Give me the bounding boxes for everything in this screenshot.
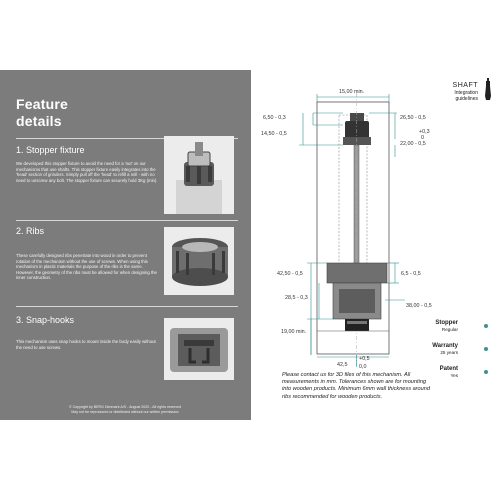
teal-dot-icon — [484, 370, 488, 374]
dim-top: 15,00 min. — [339, 89, 364, 95]
section-divider-2 — [16, 306, 238, 307]
spec-patent: Patent Yes — [439, 366, 458, 378]
spec-warranty: Warranty 25 years — [432, 343, 458, 355]
ribs-image — [164, 227, 234, 295]
section-ribs-body: These carefully designed ribs penetrate … — [16, 253, 157, 281]
dim-d9: 19,00 min. — [281, 329, 306, 335]
teal-dot-icon — [484, 324, 488, 328]
section-stopper-title: 1. Stopper fixture — [16, 145, 85, 155]
mechanism-top — [326, 262, 388, 284]
dim-d10-tol-top: +0,5 — [359, 356, 370, 362]
section-ribs-title: 2. Ribs — [16, 226, 45, 236]
mechanism-core — [339, 289, 375, 313]
snap-hooks-image — [164, 318, 234, 380]
dim-d4: 22,00 - 0,5 — [400, 141, 426, 147]
dim-d5: 42,50 - 0,5 — [277, 271, 303, 277]
dim-d10-tol-bottom: 0,0 — [359, 364, 367, 370]
title-divider — [16, 138, 238, 139]
stopper-body — [345, 121, 369, 139]
stopper-head — [350, 113, 364, 121]
dim-d7: 28,5 - 0,3 — [285, 295, 308, 301]
shaft-title: SHAFT — [452, 82, 478, 89]
shaft-technical-drawing: 15,00 min. 6,50 - 0,3 14,50 - 0,5 26,50 … — [261, 89, 432, 370]
stopper-base — [343, 137, 371, 145]
pepper-mill-icon — [485, 78, 491, 100]
grinder-knob — [345, 319, 369, 331]
shaft-subtitle-2: guidelines — [455, 96, 478, 102]
dim-d1: 6,50 - 0,3 — [263, 115, 286, 121]
dim-d4-tol-top: +0,3 — [419, 129, 430, 135]
shaft-header: SHAFT Integration guidelines — [453, 82, 478, 102]
section-stopper-body: We developed this stopper fixture to avo… — [16, 161, 158, 183]
dim-d8: 38,00 - 0,5 — [406, 303, 432, 309]
teal-dot-icon — [484, 347, 488, 351]
dim-d10: 42,5 — [337, 362, 348, 368]
stopper-fixture-image — [164, 136, 234, 214]
dim-d6: 6,5 - 0,5 — [401, 271, 421, 277]
measurement-note: Please contact us for 3D files of this m… — [282, 372, 430, 400]
section-snaphooks-title: 3. Snap-hooks — [16, 315, 75, 325]
shaft-subtitle-1: Integration — [454, 90, 478, 96]
spec-stopper: Stopper Regular — [435, 320, 458, 332]
dim-d2: 14,50 - 0,5 — [261, 131, 287, 137]
section-snaphooks-body: This mechanism uses snap hooks to mount … — [16, 339, 156, 350]
dim-d3: 26,50 - 0,5 — [400, 115, 426, 121]
dim-d4-tol-bottom: 0 — [421, 135, 424, 141]
panel-title: Feature details — [16, 96, 68, 129]
housing-outline — [316, 101, 390, 355]
copyright-text: © Copyright by BERG Denmark A/S - August… — [68, 405, 182, 414]
feature-panel: Feature details 1. Stopper fixture We de… — [0, 70, 251, 420]
section-divider-1 — [16, 220, 238, 221]
